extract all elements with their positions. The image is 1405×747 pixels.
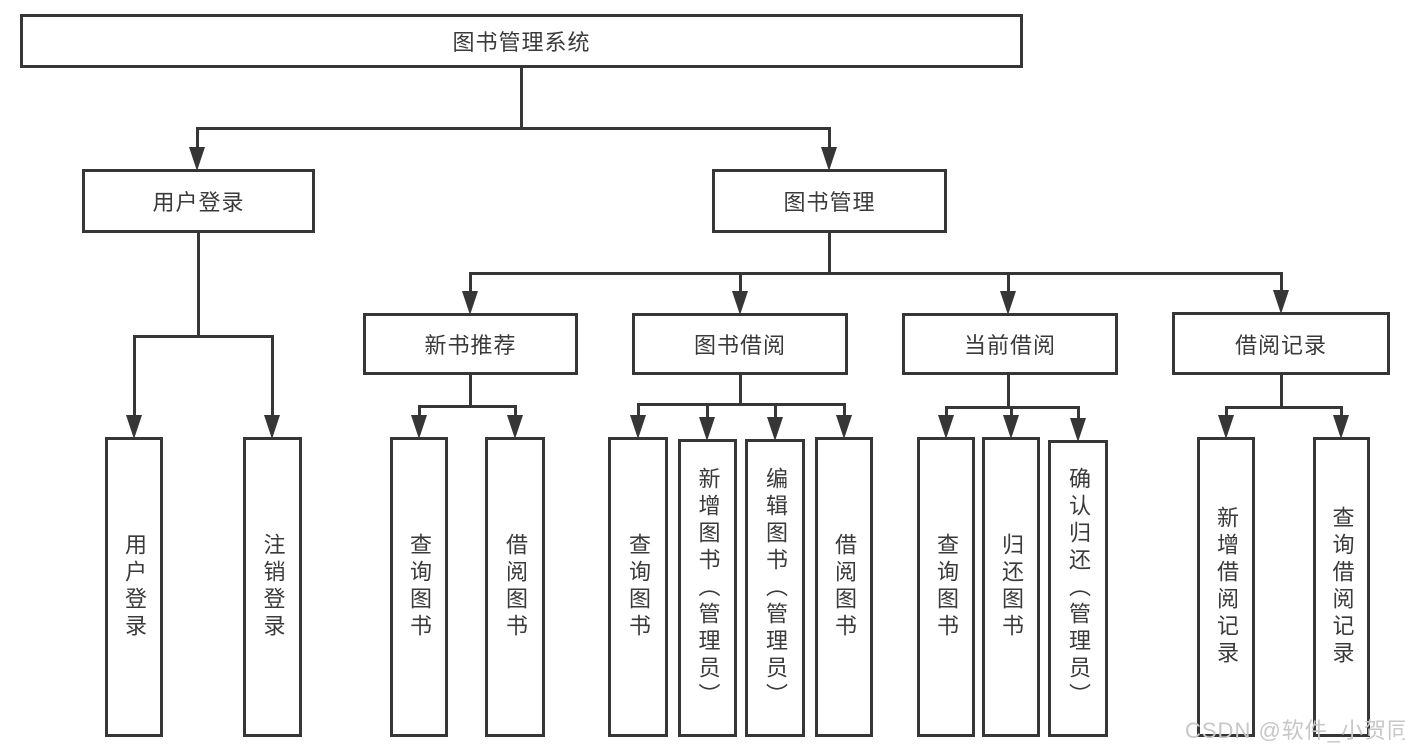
connector-drop-book-mgmt-0 bbox=[468, 272, 472, 295]
connector-drop-new-book-0 bbox=[417, 405, 421, 419]
node-label-br-add: 新增借阅记录 bbox=[1214, 506, 1239, 668]
node-current-borrow: 当前借阅 bbox=[902, 313, 1118, 375]
node-label-new-book: 新书推荐 bbox=[424, 333, 517, 358]
connector-drop-current-borrow-1 bbox=[1009, 406, 1013, 419]
node-bb-edit: 编辑图书（管理员） bbox=[745, 439, 805, 737]
node-label-user-login: 用户登录 bbox=[152, 190, 245, 215]
connector-drop-user-login-0 bbox=[132, 335, 136, 419]
arrowhead-icon-borrow-records-0 bbox=[1218, 415, 1234, 439]
node-label-nb-borrow: 借阅图书 bbox=[503, 533, 528, 641]
node-login-user: 用户登录 bbox=[105, 437, 163, 737]
connector-drop-current-borrow-0 bbox=[944, 406, 948, 419]
arrowhead-icon-root-1 bbox=[821, 147, 837, 171]
node-label-book-mgmt: 图书管理 bbox=[783, 190, 876, 215]
connector-drop-user-login-1 bbox=[270, 335, 274, 419]
arrowhead-icon-book-mgmt-0 bbox=[462, 291, 478, 315]
node-label-current-borrow: 当前借阅 bbox=[963, 333, 1056, 358]
connector-trunk-current-borrow bbox=[1006, 375, 1010, 409]
node-label-nb-query: 查询图书 bbox=[407, 533, 432, 641]
connector-drop-book-borrow-0 bbox=[636, 403, 640, 419]
arrowhead-icon-new-book-0 bbox=[411, 415, 427, 439]
connector-trunk-user-login bbox=[196, 233, 200, 338]
connector-bar-book-mgmt bbox=[468, 272, 1283, 275]
node-label-bb-edit: 编辑图书（管理员） bbox=[763, 466, 788, 710]
connector-trunk-root bbox=[519, 68, 523, 130]
node-cb-query: 查询图书 bbox=[917, 437, 975, 737]
node-root: 图书管理系统 bbox=[20, 14, 1023, 68]
arrowhead-icon-current-borrow-2 bbox=[1070, 418, 1086, 442]
arrowhead-icon-user-login-1 bbox=[264, 415, 280, 439]
arrowhead-icon-borrow-records-1 bbox=[1333, 415, 1349, 439]
connector-drop-book-borrow-3 bbox=[842, 403, 846, 419]
connector-trunk-book-borrow bbox=[738, 375, 742, 406]
connector-drop-root-0 bbox=[195, 127, 199, 151]
arrowhead-icon-book-mgmt-3 bbox=[1273, 290, 1289, 314]
connector-drop-book-mgmt-2 bbox=[1006, 272, 1010, 295]
node-label-bb-query: 查询图书 bbox=[626, 533, 651, 641]
arrowhead-icon-root-0 bbox=[189, 147, 205, 171]
connector-bar-new-book bbox=[417, 405, 517, 408]
connector-drop-new-book-1 bbox=[513, 405, 517, 419]
node-label-bb-add: 新增图书（管理员） bbox=[695, 466, 721, 710]
node-br-add: 新增借阅记录 bbox=[1197, 437, 1255, 737]
node-new-book: 新书推荐 bbox=[363, 313, 578, 375]
connector-drop-current-borrow-2 bbox=[1076, 406, 1080, 422]
connector-bar-borrow-records bbox=[1224, 406, 1343, 409]
connector-bar-user-login bbox=[132, 335, 274, 338]
arrowhead-icon-book-borrow-3 bbox=[836, 415, 852, 439]
node-login-logout: 注销登录 bbox=[243, 437, 302, 737]
node-bb-borrow: 借阅图书 bbox=[815, 437, 873, 737]
connector-trunk-book-mgmt bbox=[827, 233, 831, 275]
node-book-mgmt: 图书管理 bbox=[712, 169, 947, 233]
node-label-bb-borrow: 借阅图书 bbox=[832, 533, 857, 641]
node-borrow-records: 借阅记录 bbox=[1172, 312, 1390, 375]
node-label-cb-return: 归还图书 bbox=[999, 533, 1024, 641]
arrowhead-icon-user-login-0 bbox=[126, 415, 142, 439]
node-label-br-query: 查询借阅记录 bbox=[1329, 506, 1355, 668]
node-label-book-borrow: 图书借阅 bbox=[693, 333, 786, 358]
connector-bar-book-borrow bbox=[636, 403, 846, 406]
node-label-cb-confirm: 确认归还（管理员） bbox=[1066, 467, 1091, 710]
connector-drop-root-1 bbox=[827, 127, 831, 151]
arrowhead-icon-book-mgmt-1 bbox=[732, 291, 748, 315]
connector-bar-root bbox=[195, 127, 831, 130]
connector-drop-borrow-records-1 bbox=[1339, 406, 1343, 419]
connector-drop-borrow-records-0 bbox=[1224, 406, 1228, 419]
node-label-root: 图书管理系统 bbox=[452, 30, 591, 55]
node-label-login-logout: 注销登录 bbox=[260, 533, 286, 641]
node-bb-add: 新增图书（管理员） bbox=[678, 439, 737, 737]
arrowhead-icon-book-borrow-2 bbox=[767, 417, 783, 441]
connector-trunk-borrow-records bbox=[1279, 375, 1283, 409]
node-nb-borrow: 借阅图书 bbox=[485, 437, 545, 737]
node-cb-return: 归还图书 bbox=[982, 437, 1040, 737]
arrowhead-icon-current-borrow-1 bbox=[1003, 415, 1019, 439]
arrowhead-icon-book-borrow-1 bbox=[699, 417, 715, 441]
node-book-borrow: 图书借阅 bbox=[632, 313, 848, 375]
node-br-query: 查询借阅记录 bbox=[1313, 437, 1370, 737]
connector-trunk-new-book bbox=[468, 375, 472, 408]
node-bb-query: 查询图书 bbox=[608, 437, 668, 737]
arrowhead-icon-new-book-1 bbox=[507, 415, 523, 439]
connector-drop-book-borrow-1 bbox=[705, 403, 709, 421]
node-user-login: 用户登录 bbox=[82, 169, 315, 233]
node-label-cb-query: 查询图书 bbox=[934, 533, 959, 641]
arrowhead-icon-book-borrow-0 bbox=[630, 415, 646, 439]
csdn-watermark: CSDN @软件_小贺同学 bbox=[1185, 718, 1405, 743]
node-label-login-user: 用户登录 bbox=[122, 533, 147, 641]
arrowhead-icon-book-mgmt-2 bbox=[1000, 291, 1016, 315]
node-cb-confirm: 确认归还（管理员） bbox=[1048, 440, 1108, 737]
connector-drop-book-borrow-2 bbox=[773, 403, 777, 421]
node-label-borrow-records: 借阅记录 bbox=[1234, 332, 1327, 358]
connector-drop-book-mgmt-3 bbox=[1279, 272, 1283, 294]
connector-drop-book-mgmt-1 bbox=[738, 272, 742, 295]
node-nb-query: 查询图书 bbox=[390, 437, 448, 737]
arrowhead-icon-current-borrow-0 bbox=[938, 415, 954, 439]
